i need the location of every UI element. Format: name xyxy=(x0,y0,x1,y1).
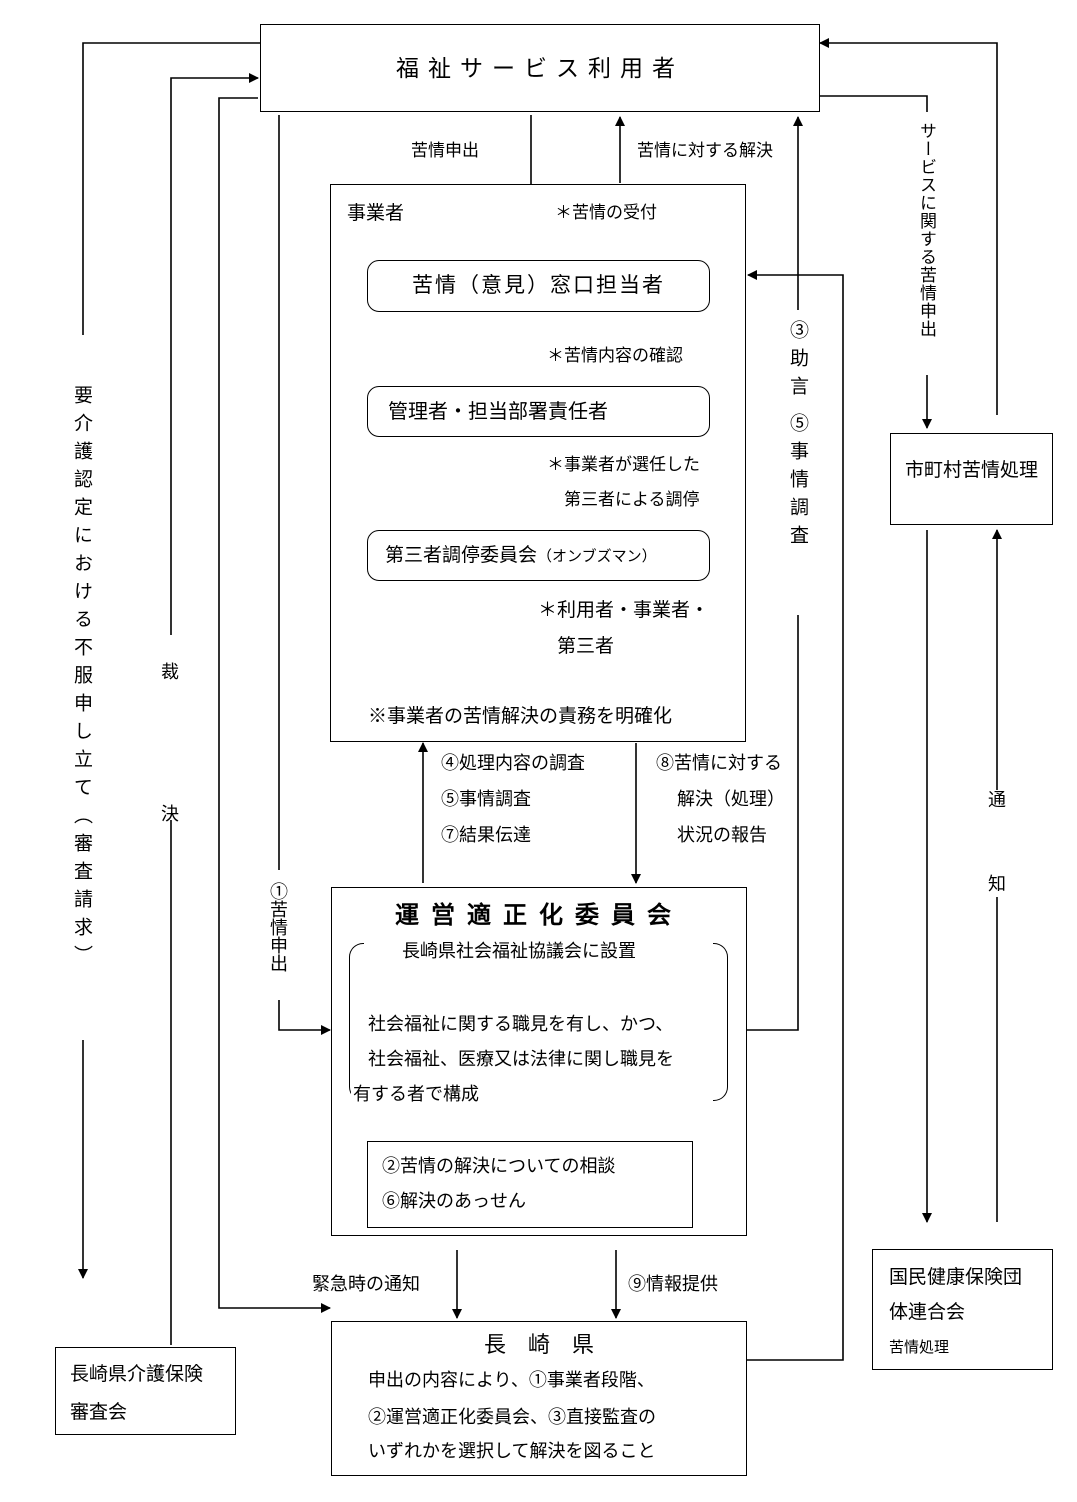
process-note-1: ④処理内容の調査 xyxy=(441,753,585,774)
selected-note-1: ＊事業者が選任した xyxy=(547,455,700,475)
parties-note-1: ＊利用者・事業者・ xyxy=(538,599,710,621)
appeal-label: 要介護認定における不服申し立て（審査請求） xyxy=(71,385,93,973)
committee-desc-1: 社会福祉に関する職見を有し、かつ、 xyxy=(368,1014,674,1035)
municipality-box: 市町村苦情処理 xyxy=(890,433,1053,525)
ruling-char-2: 決 xyxy=(161,804,179,825)
manager-label: 管理者・担当部署責任者 xyxy=(388,399,608,423)
third-party-box: 第三者調停委員会（オンブズマン） xyxy=(367,530,710,581)
selected-note-2: 第三者による調停 xyxy=(564,490,700,510)
kokuho-box: 国民健康保険団 体連合会 苦情処理 xyxy=(872,1249,1053,1370)
complaint1-line-lower xyxy=(278,1000,331,1035)
complaint-label: 苦情申出 xyxy=(411,141,479,161)
advice-label: ③助言 xyxy=(787,320,809,404)
receipt-note: ＊苦情の受付 xyxy=(555,203,657,223)
investigation-label: ⑤事情調査 xyxy=(787,413,809,553)
committee-sub: 長崎県社会福祉協議会に設置 xyxy=(398,943,640,961)
responsibility-note: ※事業者の苦情解決の責務を明確化 xyxy=(368,705,673,727)
confirm-note: ＊苦情内容の確認 xyxy=(547,346,683,366)
contact-person-label: 苦情（意見）窓口担当者 xyxy=(412,273,665,297)
committee-desc-3: 有する者で構成 xyxy=(351,1084,479,1105)
kokuho-sub: 苦情処理 xyxy=(889,1338,950,1356)
investigation-line xyxy=(746,615,799,1031)
committee-bracket-left xyxy=(349,943,364,1101)
emergency-label: 緊急時の通知 xyxy=(312,1274,420,1295)
review-board-box: 長崎県介護保険 審査会 xyxy=(55,1347,236,1435)
user-box: 福祉サービス利用者 xyxy=(260,24,820,112)
prefecture-desc-2: ②運営適正化委員会、③直接監査の xyxy=(368,1407,656,1428)
prefecture-to-business xyxy=(746,270,844,1361)
appeal-line xyxy=(82,42,260,335)
contact-person-box: 苦情（意見）窓口担当者 xyxy=(367,260,710,312)
third-party-label: 第三者調停委員会 xyxy=(385,544,538,566)
ombudsman-label: （オンブズマン） xyxy=(537,547,657,565)
committee-title: 運営適正化委員会 xyxy=(395,900,683,929)
ruling-char-1: 裁 xyxy=(161,662,179,683)
committee-bracket-right xyxy=(713,943,728,1101)
review-board-line-1: 長崎県介護保険 xyxy=(70,1363,204,1385)
prefecture-desc-3: いずれかを選択して解決を図ること xyxy=(368,1441,656,1462)
service-complaint-label: サービスに関する苦情申出 xyxy=(916,122,936,338)
committee-inner-1: ②苦情の解決についての相談 xyxy=(382,1156,616,1177)
process-note-2: ⑤事情調査 xyxy=(441,789,531,810)
resolution-label: 苦情に対する解決 xyxy=(637,141,773,161)
prefecture-box: 長 崎 県 申出の内容により、①事業者段階、 ②運営適正化委員会、③直接監査の … xyxy=(331,1321,747,1476)
committee-desc-2: 社会福祉、医療又は法律に関し職見を xyxy=(368,1049,674,1070)
kokuho-line-1: 国民健康保険団 xyxy=(889,1266,1023,1288)
committee-inner-2: ⑥解決のあっせん xyxy=(382,1191,526,1212)
ruling-line-upper xyxy=(170,73,259,635)
notice-char-1: 通 xyxy=(988,790,1006,811)
kokuho-line-2: 体連合会 xyxy=(889,1301,966,1323)
manager-box: 管理者・担当部署責任者 xyxy=(367,386,710,437)
emergency-line xyxy=(218,97,331,1313)
report-note-2: 解決（処理） xyxy=(677,789,785,810)
info-label: ⑨情報提供 xyxy=(628,1274,718,1295)
municipality-label: 市町村苦情処理 xyxy=(905,459,1039,481)
process-note-3: ⑦結果伝達 xyxy=(441,825,531,846)
prefecture-desc-1: 申出の内容により、①事業者段階、 xyxy=(368,1370,655,1391)
third-party-text: 第三者調停委員会（オンブズマン） xyxy=(385,546,657,565)
parties-note-2: 第三者 xyxy=(557,635,615,657)
prefecture-title: 長 崎 県 xyxy=(483,1333,594,1358)
user-label: 福祉サービス利用者 xyxy=(396,56,684,82)
report-note-3: 状況の報告 xyxy=(677,825,767,846)
complaint1-label: ①苦情申出 xyxy=(267,882,288,972)
business-label: 事業者 xyxy=(347,202,405,224)
shichoson-to-user xyxy=(819,38,998,415)
review-board-line-2: 審査会 xyxy=(70,1401,128,1423)
notice-char-2: 知 xyxy=(988,874,1006,895)
committee-inner-box: ②苦情の解決についての相談 ⑥解決のあっせん xyxy=(367,1141,693,1228)
report-note-1: ⑧苦情に対する xyxy=(656,753,782,774)
